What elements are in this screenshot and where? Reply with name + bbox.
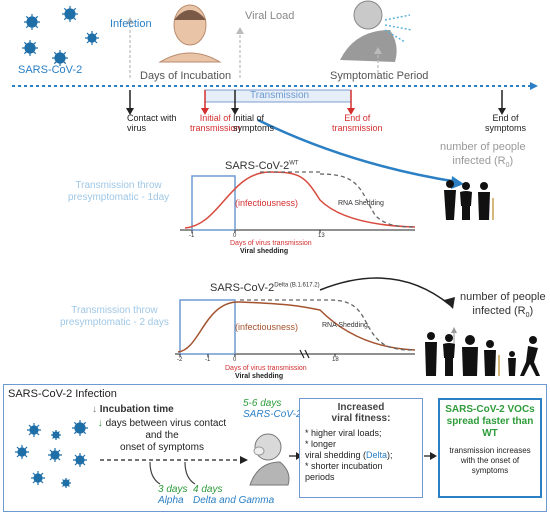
sars-label: SARS-CoV-2 <box>18 64 83 76</box>
virus-icon <box>24 14 40 30</box>
tick-delta-2: -1 <box>205 357 211 363</box>
virus-icon <box>73 453 87 467</box>
virus-icon <box>22 40 38 56</box>
person-head-icon <box>158 4 222 63</box>
people-group-icon-wt <box>444 180 494 220</box>
incubation-label: Days of Incubation <box>140 70 232 82</box>
virus-icon <box>51 430 61 440</box>
tick-delta-4: 18 <box>332 357 339 363</box>
coughing-person-icon <box>340 0 413 62</box>
tick-wt-1: -1 <box>189 233 195 239</box>
virus-icon <box>72 420 88 436</box>
xlabel-delta: Viral shedding <box>235 373 284 380</box>
xlabel-red-wt: Days of virus transmission <box>230 240 312 247</box>
rna-curve-wt <box>319 173 416 228</box>
virus-icon <box>15 445 29 459</box>
people-group-icon-delta <box>425 332 540 376</box>
xlabel-red-delta: Days of virus transmission <box>225 365 307 372</box>
xlabel-wt: Viral shedding <box>240 248 289 255</box>
chart-delta-title: SARS-CoV-2Delta (B.1.617.2) <box>210 282 320 294</box>
delta-gamma-label: Delta and Gamma <box>193 495 275 506</box>
infection-label: Infection <box>110 18 152 30</box>
rna-curve-delta <box>240 299 416 351</box>
infectiousness-delta-label: (infectiousness) <box>235 322 299 332</box>
virus-icon <box>31 471 45 485</box>
wt-days-label: 5-6 days <box>243 398 282 409</box>
incubation-time-label: ↓ Incubation time <box>92 404 174 415</box>
tick-wt-3: 13 <box>318 233 325 239</box>
virus-icon <box>62 6 78 22</box>
rna-wt-label: RNA Shedding <box>338 200 384 207</box>
infectiousness-wt-label: (infectiousness) <box>235 198 299 208</box>
delta-days-label: 4 days <box>193 484 223 495</box>
virus-icon <box>61 478 71 488</box>
wt-label: SARS-CoV-2 WT <box>243 409 320 420</box>
virus-icon <box>27 423 41 437</box>
presymptomatic-window-wt <box>191 175 236 231</box>
symptomatic-label: Symptomatic Period <box>330 70 429 82</box>
alpha-days-label: 3 days <box>158 484 188 495</box>
rna-delta-label: RNA Shedding <box>322 322 368 329</box>
virus-icon <box>48 448 62 462</box>
summary-title: SARS-CoV-2 Infection <box>8 388 117 400</box>
infectiousness-curve-delta <box>177 301 416 353</box>
tick-wt-2: 0 <box>233 233 237 239</box>
virus-icon <box>52 50 68 66</box>
sick-person-icon <box>249 433 290 486</box>
infectiousness-curve-wt <box>184 171 416 229</box>
transmission-label: Transmission <box>250 90 310 101</box>
virus-icon <box>85 31 99 45</box>
tick-delta-1: -2 <box>177 357 183 363</box>
chart-wt-title: SARS-CoV-2WT <box>225 160 299 172</box>
tick-delta-3: 0 <box>233 357 237 363</box>
viral-load-label: Viral Load <box>245 10 295 22</box>
fitness-bullet-1: * higher viral loads; <box>305 428 382 438</box>
alpha-label: Alpha <box>158 495 184 506</box>
